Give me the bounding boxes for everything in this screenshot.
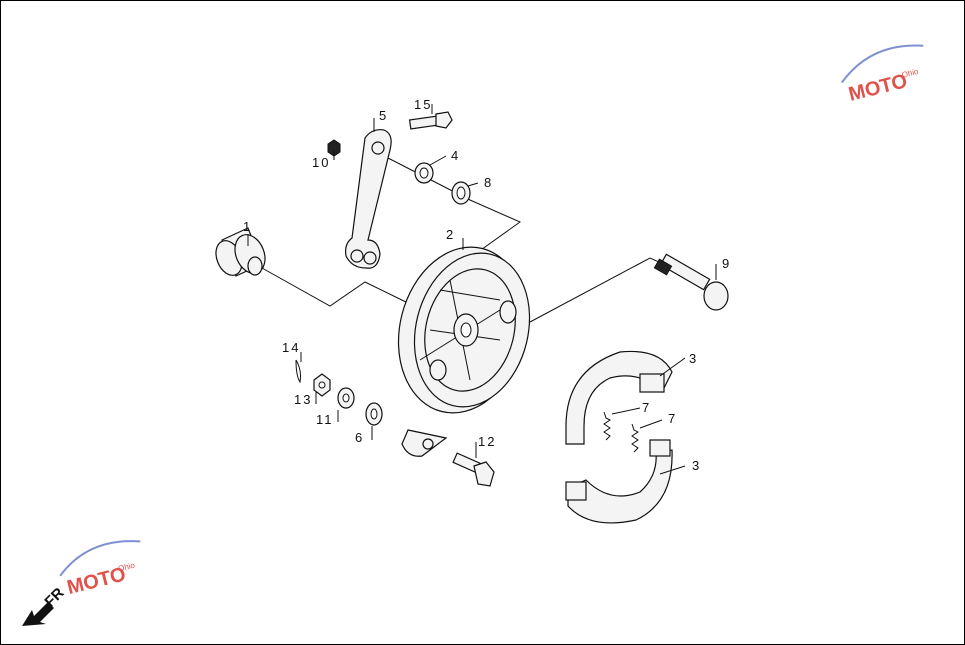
label-part-15: 15 [414,97,432,112]
part-labels: 1 2 3 3 4 5 6 7 7 8 9 10 11 12 13 14 15 [243,97,731,473]
label-part-3-lower: 3 [692,458,701,473]
part-7-spring-b [631,423,639,453]
part-15-bolt [408,111,453,130]
watermark-text: MOTO [846,70,909,106]
part-7-spring-a [603,411,611,441]
part-8-washer [451,181,471,205]
label-part-7-b: 7 [668,411,677,426]
label-part-10: 10 [312,155,330,170]
part-12-bolt [452,452,495,487]
part-13-nut [313,373,331,397]
part-10-nut [327,139,341,157]
label-part-11: 11 [316,412,334,427]
watermark-subtext: Ohio [117,560,136,573]
part-5-brake-arm [345,129,392,269]
label-part-2: 2 [446,227,455,242]
part-9-cam-shaft [653,253,729,311]
label-part-3-upper: 3 [689,351,698,366]
part-11-washer [337,387,355,409]
label-part-8: 8 [484,175,493,190]
direction-indicator: FR [22,584,68,626]
watermark-subtext: Ohio [901,67,920,80]
swoosh-icon [59,540,141,577]
label-part-5: 5 [379,108,388,123]
label-part-6: 6 [355,430,364,445]
arrow-down-left-icon [22,602,54,626]
label-part-7-a: 7 [642,400,651,415]
part-3-brake-shoe-upper [565,350,673,445]
label-part-14: 14 [282,340,300,355]
swoosh-icon [841,44,924,84]
part-3-brake-shoe-lower [565,439,673,524]
label-part-13: 13 [294,392,312,407]
part-1-bushing [215,227,266,277]
watermark-top-right: MOTO Ohio [841,44,924,106]
label-part-4: 4 [451,148,460,163]
label-part-12: 12 [478,434,496,449]
label-part-9: 9 [722,256,731,271]
part-2-brake-panel [397,246,531,457]
part-14-cotter-pin [295,359,301,384]
label-leaders [247,104,717,475]
part-4-clip [414,162,434,184]
label-part-1: 1 [243,219,252,234]
part-6-washer [365,402,383,426]
watermark-bottom-left: MOTO Ohio [59,540,141,599]
